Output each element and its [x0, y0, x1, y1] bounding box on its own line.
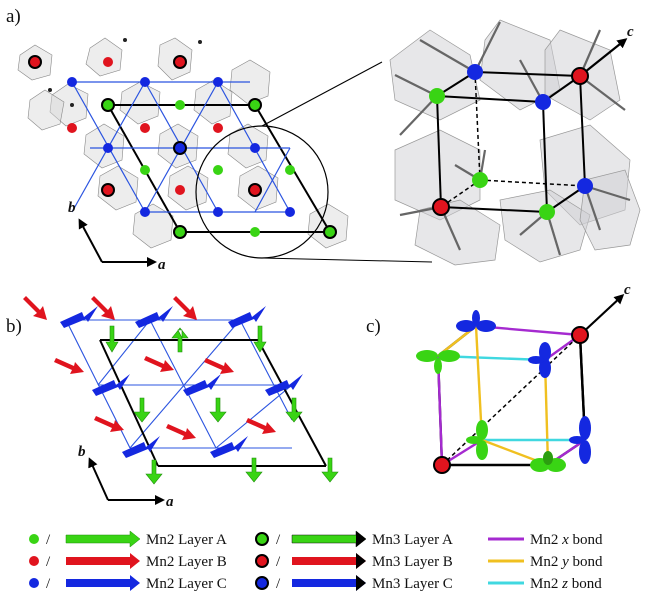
panel-b-label: b) [6, 316, 22, 337]
legend-item-mn3-a: / Mn3 Layer A [255, 530, 453, 548]
legend-label-mn3-b: Mn3 Layer B [372, 554, 453, 570]
panel-b: b) [6, 296, 339, 510]
legend-item-bond-z: Mn2 z bond [488, 576, 602, 592]
legend-item-mn2-b: / Mn2 Layer B [29, 553, 227, 570]
zoom-axis-c-label: c [627, 24, 634, 40]
panel-c: c) c [366, 282, 631, 474]
moments-layer-b [23, 296, 276, 440]
panel-a-label: a) [6, 6, 21, 27]
legend-bond-z-axis: z [561, 576, 572, 592]
axis-b-label-b: b [78, 444, 86, 460]
legend-bond-z-suffix: bond [572, 576, 603, 592]
axis-a-label-b: a [166, 494, 174, 510]
axes-a: a b [68, 200, 166, 273]
axes-b: a b [78, 444, 174, 510]
svg-text:/: / [276, 576, 281, 592]
svg-text:Mn2 y bond: Mn2 y bond [530, 554, 603, 570]
svg-text:/: / [46, 554, 51, 570]
svg-text:/: / [276, 554, 281, 570]
legend-bond-y-axis: y [560, 554, 572, 570]
legend-label-mn3-c: Mn3 Layer C [372, 576, 453, 592]
legend: / Mn2 Layer A / Mn2 Layer B / Mn2 Layer … [29, 530, 603, 592]
axis-c-label: c [624, 282, 631, 298]
legend-item-mn3-b: / Mn3 Layer B [255, 553, 453, 570]
legend-item-mn3-c: / Mn3 Layer C [255, 575, 453, 592]
legend-bond-x-axis: x [561, 532, 572, 548]
svg-text:/: / [46, 576, 51, 592]
legend-bond-y-prefix: Mn2 [530, 554, 562, 570]
legend-item-bond-y: Mn2 y bond [488, 554, 603, 570]
legend-item-bond-x: Mn2 x bond [488, 532, 603, 548]
legend-label-mn3-a: Mn3 Layer A [372, 532, 453, 548]
panel-c-label: c) [366, 316, 381, 337]
mn3-b-atom-top [571, 326, 589, 344]
legend-label-mn2-b: Mn2 Layer B [146, 554, 227, 570]
legend-label-mn2-a: Mn2 Layer A [146, 532, 227, 548]
svg-text:/: / [46, 532, 51, 548]
legend-bond-x-suffix: bond [573, 532, 604, 548]
axis-a-label: a [158, 257, 166, 273]
legend-bond-z-prefix: Mn2 [530, 576, 562, 592]
legend-label-mn2-c: Mn2 Layer C [146, 576, 227, 592]
legend-bond-y-suffix: bond [573, 554, 604, 570]
svg-text:/: / [276, 532, 281, 548]
zoomed-cube: c [389, 19, 641, 266]
zoom-line-bottom [261, 257, 433, 263]
legend-item-mn2-c: / Mn2 Layer C [29, 575, 227, 592]
axis-b-label: b [68, 200, 76, 216]
legend-item-mn2-a: / Mn2 Layer A [29, 530, 227, 548]
moments-layer-c [60, 306, 303, 458]
legend-bond-x-prefix: Mn2 [530, 532, 562, 548]
zoom-line-top [261, 61, 383, 127]
atoms-a [28, 38, 337, 239]
polyhedra-network [17, 37, 349, 249]
panel-a: a) [6, 6, 641, 273]
orbital-lobes [416, 310, 591, 472]
svg-text:Mn2 z bond: Mn2 z bond [530, 576, 602, 592]
moments-layer-a [105, 325, 339, 485]
mn3-b-atom-bottom [433, 456, 451, 474]
svg-text:Mn2 x bond: Mn2 x bond [530, 532, 603, 548]
